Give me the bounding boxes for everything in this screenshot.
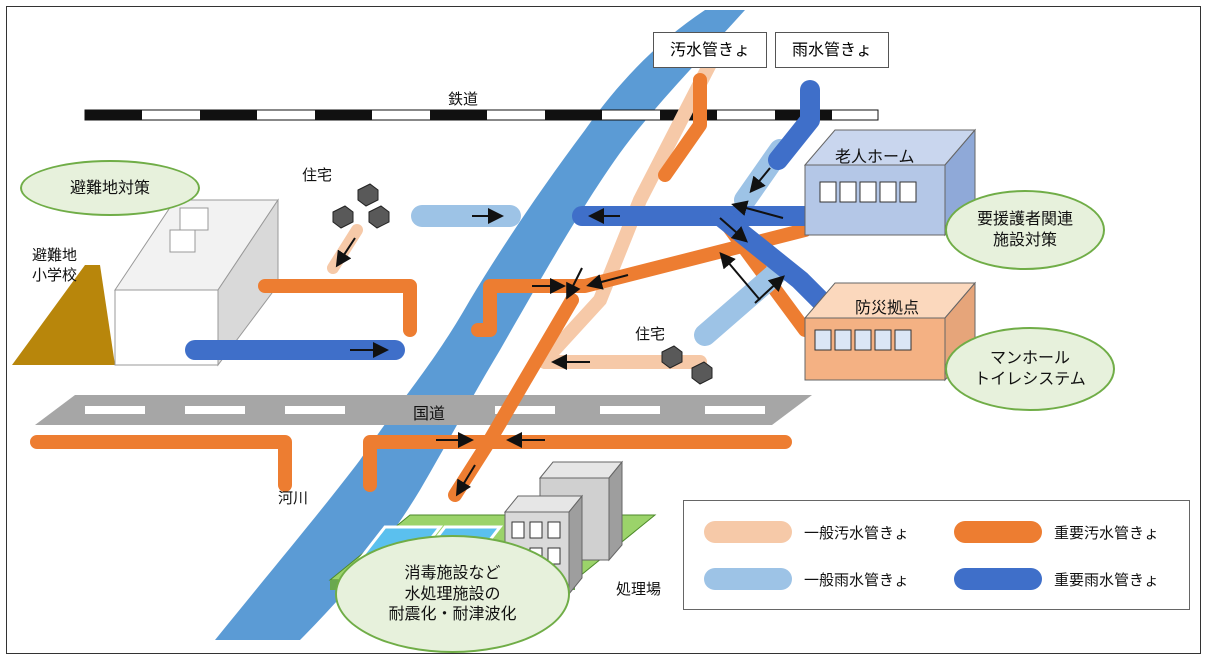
- legend-swatch-important-sewage: [954, 521, 1042, 543]
- legend-important-rain: 重要雨水管きょ: [1054, 571, 1160, 589]
- railway-track: [84, 109, 879, 121]
- rain-pipe-tag: 雨水管きょ: [775, 32, 889, 68]
- callout-care-facility: 要援護者関連 施設対策: [945, 190, 1105, 270]
- general-sewage-pipe-house1: [327, 224, 363, 274]
- school-building: [114, 198, 279, 367]
- school-ground: [12, 265, 115, 365]
- road-lane-markings: [85, 406, 765, 414]
- house-label-1: 住宅: [302, 166, 333, 184]
- callout-manhole-toilet-text: マンホール トイレシステム: [974, 348, 1086, 388]
- diagram-frame: [6, 6, 1201, 654]
- sewage-pipe-tag: 汚水管きょ: [653, 32, 767, 68]
- disaster-base-building: [803, 281, 977, 382]
- house-cluster-2: [661, 345, 713, 385]
- legend: 一般汚水管きょ 重要汚水管きょ 一般雨水管きょ 重要雨水管きょ: [683, 500, 1190, 610]
- treatment-plant-label: 処理場: [616, 580, 662, 598]
- callout-evacuation-text: 避難地対策: [69, 177, 150, 197]
- legend-swatch-important-rain: [954, 568, 1042, 590]
- road-label: 国道: [413, 404, 446, 423]
- legend-swatch-general-rain: [704, 568, 792, 590]
- elderly-home-building: [803, 128, 977, 237]
- legend-general-sewage: 一般汚水管きょ: [804, 524, 910, 542]
- river-label: 河川: [278, 489, 309, 507]
- callout-manhole-toilet: マンホール トイレシステム: [945, 327, 1115, 411]
- flow-arrows: [335, 167, 785, 497]
- callout-care-facility-text: 要援護者関連 施設対策: [976, 209, 1073, 249]
- national-road: [35, 395, 812, 425]
- callout-evacuation: 避難地対策: [20, 160, 200, 216]
- legend-important-sewage: 重要汚水管きょ: [1054, 524, 1160, 542]
- disaster-base-label: 防災拠点: [855, 298, 920, 317]
- house-cluster-1: [332, 183, 390, 229]
- railway-label: 鉄道: [448, 90, 479, 108]
- callout-treatment-text: 消毒施設など 水処理施設の 耐震化・耐津波化: [388, 562, 517, 624]
- house-label-2: 住宅: [635, 325, 666, 343]
- callout-treatment: 消毒施設など 水処理施設の 耐震化・耐津波化: [335, 535, 570, 653]
- elderly-home-label: 老人ホーム: [835, 147, 915, 166]
- legend-general-rain: 一般雨水管きょ: [804, 571, 910, 589]
- school-label: 避難地 小学校: [32, 246, 78, 285]
- legend-swatch-general-sewage: [704, 521, 792, 543]
